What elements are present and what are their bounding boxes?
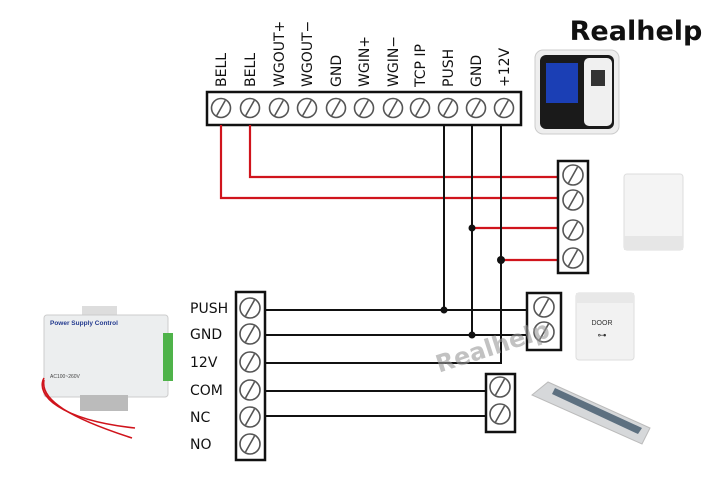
screw-terminal (239, 297, 261, 319)
fingerprint-reader-image (534, 49, 620, 135)
power-supply-terminal-label: NC (190, 410, 210, 426)
controller-terminal-label: +12V (497, 47, 513, 87)
screw-terminal (325, 97, 347, 119)
screw-terminal (239, 97, 261, 119)
power-supply-terminal-label: 12V (190, 355, 218, 371)
screw-terminal (533, 296, 555, 318)
screw-terminal (489, 376, 511, 398)
controller-terminal-label: BELL (214, 53, 230, 87)
controller-terminal-label: PUSH (441, 49, 457, 87)
screw-terminal (493, 97, 515, 119)
controller-terminal-label: GND (329, 55, 345, 87)
exit-button-text: DOOR (592, 320, 613, 327)
screw-terminal (239, 323, 261, 345)
junction-dot (468, 331, 476, 339)
junction-dot (468, 224, 476, 232)
power-supply-input: AC100~260V (50, 374, 81, 380)
screw-terminal (562, 164, 584, 186)
power-supply-title: Power Supply Control (50, 320, 118, 327)
power-supply-terminal-label: GND (190, 327, 222, 343)
controller-terminal-label: WGOUT+ (272, 21, 288, 87)
screw-terminal (296, 97, 318, 119)
watermark: Realhelp (432, 315, 553, 378)
power-supply-terminal-label: NO (190, 437, 212, 453)
screw-terminal (533, 321, 555, 343)
exit-button-terminal-block (525, 291, 563, 352)
12v-wire (265, 125, 502, 364)
screw-terminal (268, 97, 290, 119)
controller-terminal-label: GND (469, 55, 485, 87)
screw-terminal (239, 406, 261, 428)
magnetic-lock-terminal-block (484, 372, 517, 434)
bell-wire-1 (219, 125, 560, 200)
power-supply-terminal-label: PUSH (190, 301, 228, 317)
screw-terminal (437, 97, 459, 119)
power-supply-image: Power Supply Control AC100~260V (41, 306, 173, 439)
screw-terminal (210, 97, 232, 119)
doorbell-terminal-block (556, 159, 590, 275)
power-supply-terminal-block (234, 290, 267, 462)
wires (219, 125, 560, 417)
screw-terminal (562, 247, 584, 269)
screw-terminal (239, 379, 261, 401)
screw-terminal (562, 219, 584, 241)
junction-dot (497, 256, 505, 264)
junction-dot (440, 306, 448, 314)
screw-terminal (562, 189, 584, 211)
screw-terminal (239, 433, 261, 455)
bell-wire-2 (248, 125, 560, 179)
controller-terminal-label: TCP IP (413, 44, 429, 88)
controller-terminal-block (205, 90, 523, 127)
controller-terminal-label: BELL (243, 53, 259, 87)
screw-terminal (409, 97, 431, 119)
doorbell-image (623, 173, 684, 251)
brand-logo: Realhelp (570, 16, 703, 47)
screw-terminal (239, 351, 261, 373)
exit-button-image: DOOR ⊶ (575, 292, 635, 361)
controller-terminal-label: WGOUT− (300, 21, 316, 87)
screw-terminal (353, 97, 375, 119)
screw-terminal (382, 97, 404, 119)
magnetic-lock-image (531, 381, 651, 445)
screw-terminal (465, 97, 487, 119)
power-supply-terminal-label: COM (190, 383, 223, 399)
controller-terminal-label: WGIN− (386, 36, 402, 87)
svg-text:⊶: ⊶ (598, 330, 607, 340)
screw-terminal (489, 403, 511, 425)
controller-terminal-label: WGIN+ (357, 36, 373, 87)
